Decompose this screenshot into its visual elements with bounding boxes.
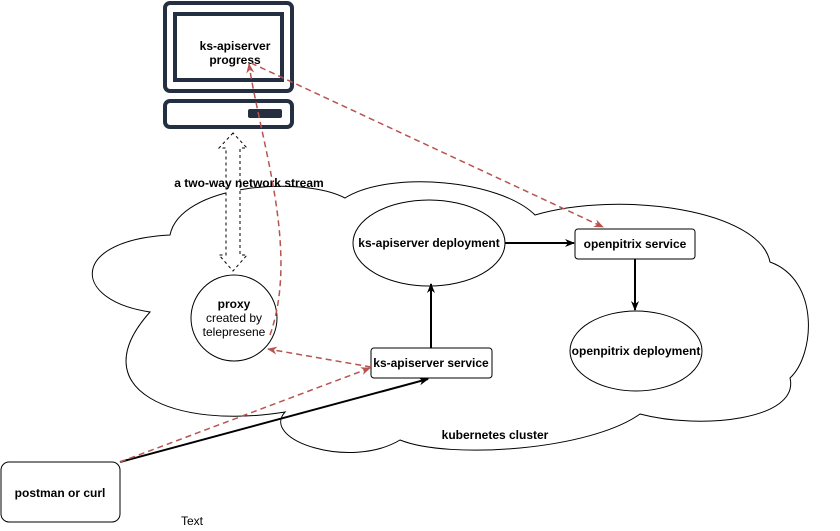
dashed-arrow-client-to-ks-service xyxy=(119,367,371,463)
ks-apiserver-service-node: ks-apiserver service xyxy=(370,347,493,379)
monitor-label-line1: ks-apiserver xyxy=(200,39,271,53)
openpitrix-deployment-node: openpitrix deployment xyxy=(569,310,703,392)
openpitrix-service-node: openpitrix service xyxy=(574,228,696,260)
proxy-title: proxy xyxy=(218,297,251,311)
stream-label: a two-way network stream xyxy=(174,176,323,190)
monitor-label-line2: progress xyxy=(209,53,261,67)
dashed-arrow-monitor-to-openpitrix-service xyxy=(250,62,604,228)
ks-apiserver-deployment-node: ks-apiserver deployment xyxy=(352,199,506,287)
openpitrix-deployment-label: openpitrix deployment xyxy=(572,344,701,358)
proxy-node: proxy created by telepresene xyxy=(190,274,278,362)
ks-deployment-label: ks-apiserver deployment xyxy=(358,236,499,250)
cluster-label: kubernetes cluster xyxy=(442,428,549,442)
proxy-line2: created by xyxy=(206,311,262,325)
two-way-stream-arrow xyxy=(217,132,249,272)
proxy-line3: telepresene xyxy=(203,325,266,339)
openpitrix-service-label: openpitrix service xyxy=(584,237,687,251)
footer-text: Text xyxy=(181,514,204,528)
dashed-arrow-proxy-to-monitor xyxy=(246,63,282,336)
arrow-client-to-ks-service xyxy=(119,377,429,463)
dashed-arrow-ks-service-to-proxy xyxy=(267,346,372,368)
client-label: postman or curl xyxy=(15,486,106,500)
ks-service-label: ks-apiserver service xyxy=(373,356,489,370)
client-node: postman or curl xyxy=(0,461,121,523)
